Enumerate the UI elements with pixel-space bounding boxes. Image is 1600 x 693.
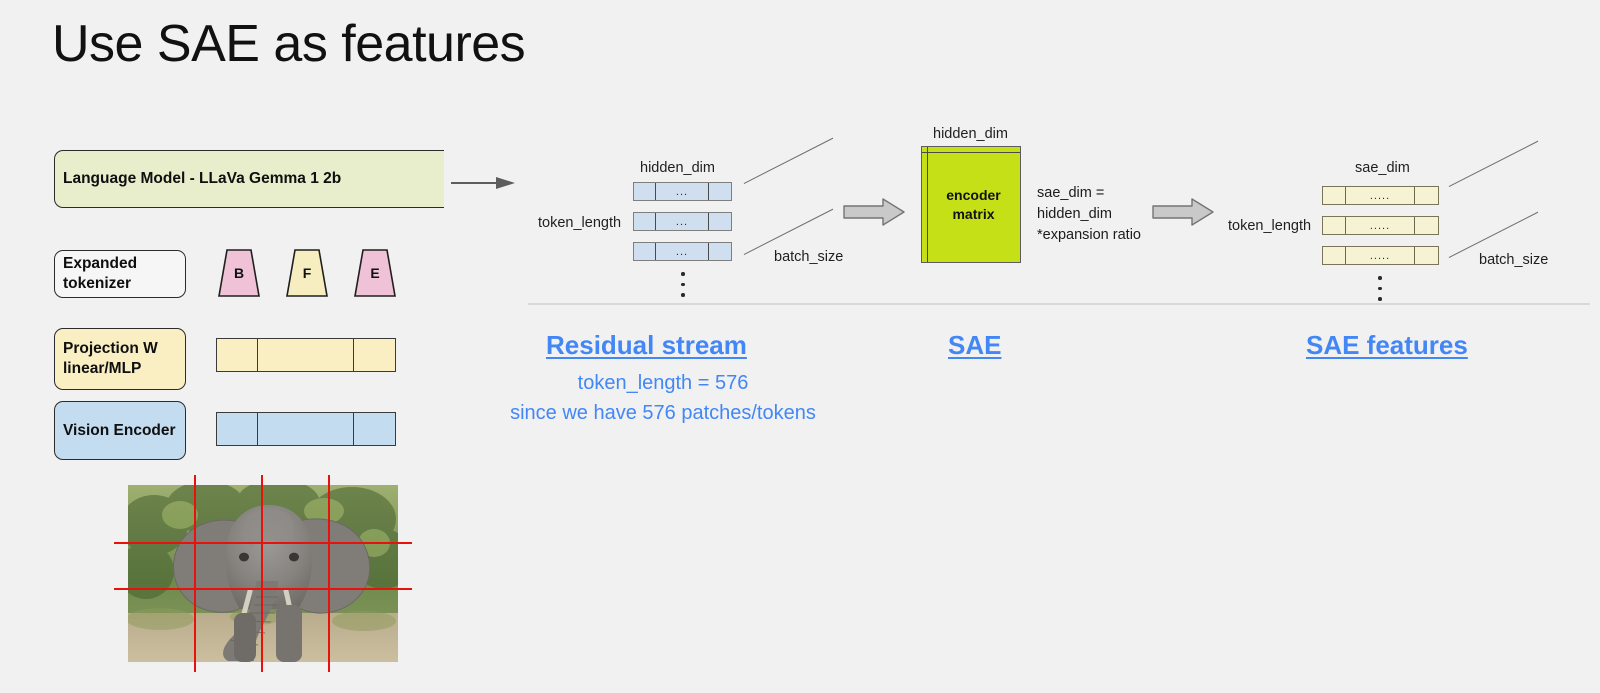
patch-grid-line-v	[261, 475, 264, 672]
caption-residual-stream-sub: token_length = 576 since we have 576 pat…	[510, 372, 816, 424]
elephant-photo	[114, 475, 412, 672]
residual-hidden-dim-label: hidden_dim	[640, 160, 715, 176]
residual-cell	[634, 183, 656, 200]
strip-cell	[217, 413, 258, 445]
residual-cell: ...	[656, 213, 709, 230]
legend-language-model-label: Language Model - LLaVa Gemma 1 2b	[63, 170, 342, 188]
legend-expanded-tokenizer-label: Expanded tokenizer	[63, 255, 138, 292]
residual-batch-diagonal	[743, 137, 834, 185]
residual-cell	[709, 243, 731, 260]
feature-cell	[1415, 187, 1438, 204]
encoder-matrix-box: encoder matrix	[921, 146, 1021, 263]
patch-grid-line-h	[114, 588, 412, 591]
residual-row: ...	[633, 242, 732, 261]
trapezoid-icon	[286, 249, 328, 297]
residual-cell	[634, 243, 656, 260]
residual-batch-size-label: batch_size	[774, 249, 844, 265]
page-title: Use SAE as features	[52, 15, 526, 73]
token-trapezoid-e-label: E	[370, 265, 380, 281]
process-arrow-icon	[843, 198, 905, 226]
patch-grid-line-v	[194, 475, 197, 672]
legend-vision-encoder: Vision Encoder	[54, 401, 186, 460]
feature-cell	[1323, 247, 1346, 264]
residual-cell	[634, 213, 656, 230]
token-trapezoid-b: B	[218, 249, 260, 297]
legend-projection: Projection W linear/MLP	[54, 328, 186, 390]
features-token-length-label: token_length	[1228, 218, 1312, 234]
caption-sae[interactable]: SAE	[948, 330, 1002, 360]
legend-expanded-tokenizer: Expanded tokenizer	[54, 250, 186, 298]
legend-projection-label: Projection W linear/MLP	[63, 340, 158, 377]
residual-cell	[709, 183, 731, 200]
residual-token-length-label: token_length	[538, 215, 622, 231]
feature-cell	[1323, 187, 1346, 204]
patch-grid-line-v	[328, 475, 331, 672]
legend-language-model: Language Model - LLaVa Gemma 1 2b	[54, 150, 443, 208]
encoder-matrix-line1: encoder	[946, 187, 1001, 204]
features-batch-size-label: batch_size	[1479, 252, 1549, 268]
feature-row: .....	[1322, 216, 1439, 235]
residual-cell	[709, 213, 731, 230]
features-batch-diagonal	[1448, 140, 1539, 188]
features-sae-dim-label: sae_dim	[1355, 160, 1410, 176]
residual-cell: ...	[656, 243, 709, 260]
sae-dim-note: sae_dim = hidden_dim *expansion ratio	[1037, 185, 1141, 244]
encoder-inner-line-horizontal	[922, 152, 1020, 154]
feature-cell: .....	[1346, 247, 1415, 264]
feature-cell	[1415, 247, 1438, 264]
projection-strip	[216, 338, 396, 372]
feature-cell: .....	[1346, 187, 1415, 204]
features-vertical-dots	[1378, 276, 1382, 301]
strip-cell	[217, 339, 258, 371]
legend-language-model-edge	[441, 150, 444, 208]
strip-cell	[354, 339, 395, 371]
feature-cell: .....	[1346, 217, 1415, 234]
vision-encoder-strip	[216, 412, 396, 446]
strip-cell	[258, 413, 354, 445]
sae-hidden-dim-label: hidden_dim	[933, 126, 1008, 142]
strip-cell	[258, 339, 354, 371]
feature-row: .....	[1322, 246, 1439, 265]
token-trapezoid-f-label: F	[302, 265, 312, 281]
residual-row: ...	[633, 212, 732, 231]
encoder-matrix-line2: matrix	[952, 205, 995, 222]
caption-residual-stream[interactable]: Residual stream	[546, 330, 747, 360]
residual-row: ...	[633, 182, 732, 201]
trapezoid-icon	[354, 249, 396, 297]
section-divider	[528, 303, 1590, 305]
token-trapezoid-b-label: B	[233, 265, 245, 281]
flow-arrow-icon	[451, 177, 515, 189]
encoder-inner-line-vertical	[927, 147, 929, 262]
feature-cell	[1323, 217, 1346, 234]
residual-cell: ...	[656, 183, 709, 200]
caption-sae-features[interactable]: SAE features	[1306, 330, 1468, 360]
patch-grid-line-h	[114, 542, 412, 545]
process-arrow-icon	[1152, 198, 1214, 226]
strip-cell	[354, 413, 395, 445]
token-trapezoid-f: F	[286, 249, 328, 297]
encoder-matrix-text: encoder matrix	[922, 147, 1020, 262]
feature-row: .....	[1322, 186, 1439, 205]
feature-cell	[1415, 217, 1438, 234]
residual-vertical-dots	[681, 272, 685, 297]
token-trapezoid-e: E	[354, 249, 396, 297]
trapezoid-icon	[218, 249, 260, 297]
legend-vision-encoder-label: Vision Encoder	[63, 421, 176, 439]
